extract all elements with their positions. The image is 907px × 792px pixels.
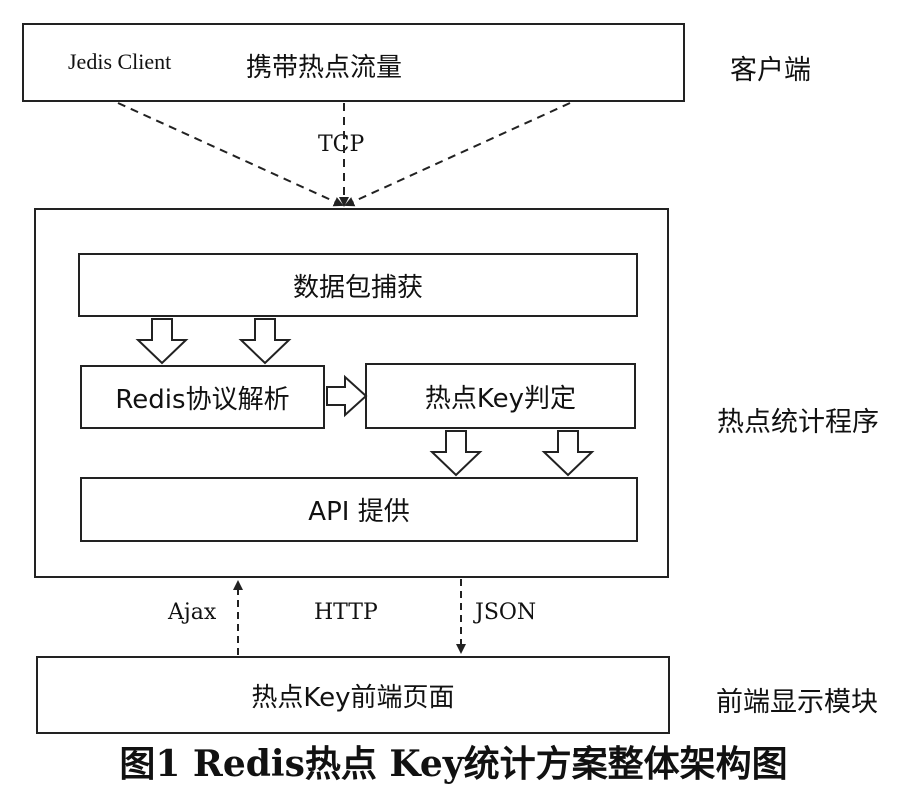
capture-to-parse-arrow-1: [135, 318, 189, 365]
capture-to-parse-arrow-2: [238, 318, 292, 365]
figure-caption: 图1 Redis热点 Key统计方案整体架构图: [119, 743, 788, 785]
client-side-label: 客户端: [730, 55, 811, 86]
tcp-label: TCP: [318, 132, 365, 157]
json-label: JSON: [475, 600, 537, 625]
client-box: Jedis Client 携带热点流量: [22, 23, 685, 102]
frontend-page-label: 热点Key前端页面: [251, 682, 455, 713]
tcp-connector: [117, 102, 571, 207]
judge-module: 热点Key判定: [365, 363, 636, 429]
parse-label: Redis协议解析: [115, 384, 290, 415]
capture-module: 数据包捕获: [78, 253, 638, 317]
http-label: HTTP: [314, 600, 378, 625]
api-module: API 提供: [80, 477, 638, 542]
judge-label: 热点Key判定: [424, 383, 577, 414]
judge-to-api-arrow-2: [541, 430, 595, 477]
program-side-label: 热点统计程序: [717, 407, 879, 438]
capture-label: 数据包捕获: [292, 272, 423, 303]
traffic-label: 携带热点流量: [246, 53, 403, 83]
http-connectors: [233, 579, 466, 655]
ajax-label: Ajax: [168, 600, 217, 625]
client-name: Jedis Client: [68, 49, 172, 74]
frontend-side-label: 前端显示模块: [716, 687, 878, 718]
frontend-page-box: 热点Key前端页面: [36, 656, 670, 734]
hollow-arrows: [135, 318, 595, 477]
judge-to-api-arrow-1: [429, 430, 483, 477]
parse-to-judge-arrow: [326, 374, 368, 418]
tcp-line-left: [117, 102, 344, 207]
parse-module: Redis协议解析: [80, 365, 325, 429]
tcp-line-right: [344, 102, 571, 207]
api-label: API 提供: [308, 497, 410, 527]
